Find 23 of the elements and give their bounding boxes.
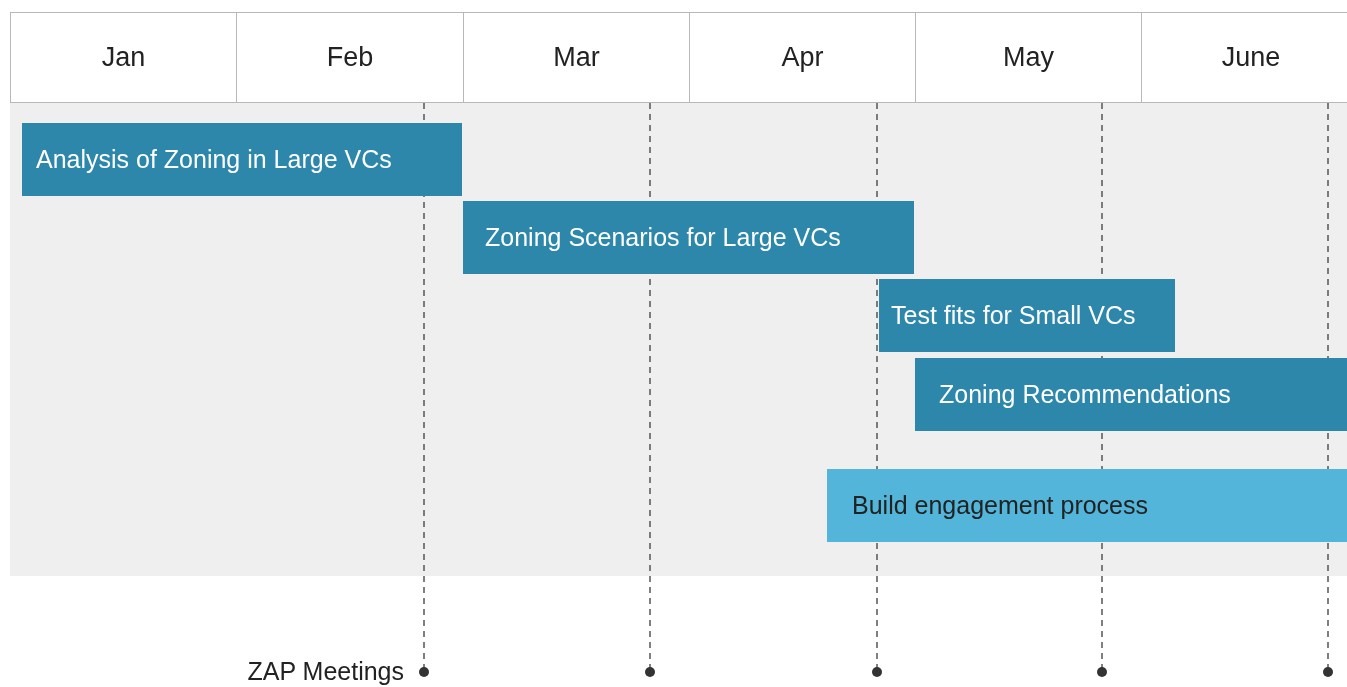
month-label: May [1003, 42, 1054, 73]
task-bar [22, 123, 462, 196]
task-label: Zoning Recommendations [939, 380, 1231, 409]
month-header [236, 12, 464, 103]
month-label: Apr [781, 42, 824, 73]
task-bar [463, 201, 914, 274]
task-label: Build engagement process [852, 491, 1149, 520]
month-label: June [1221, 42, 1281, 73]
month-label: Jan [101, 42, 146, 73]
month-label: Mar [553, 42, 600, 73]
month-header [463, 12, 690, 103]
month-header [915, 12, 1142, 103]
month-label: Feb [326, 42, 374, 73]
milestone-caption: ZAP Meetings [247, 657, 404, 686]
task-label: Test fits for Small VCs [891, 301, 1136, 330]
month-header [1141, 12, 1347, 103]
month-header [689, 12, 916, 103]
task-bar [915, 358, 1347, 431]
task-label: Analysis of Zoning in Large VCs [36, 145, 392, 174]
task-label: Zoning Scenarios for Large VCs [485, 223, 841, 252]
task-bar [879, 279, 1175, 352]
task-bar [827, 469, 1347, 542]
month-header [10, 12, 237, 103]
